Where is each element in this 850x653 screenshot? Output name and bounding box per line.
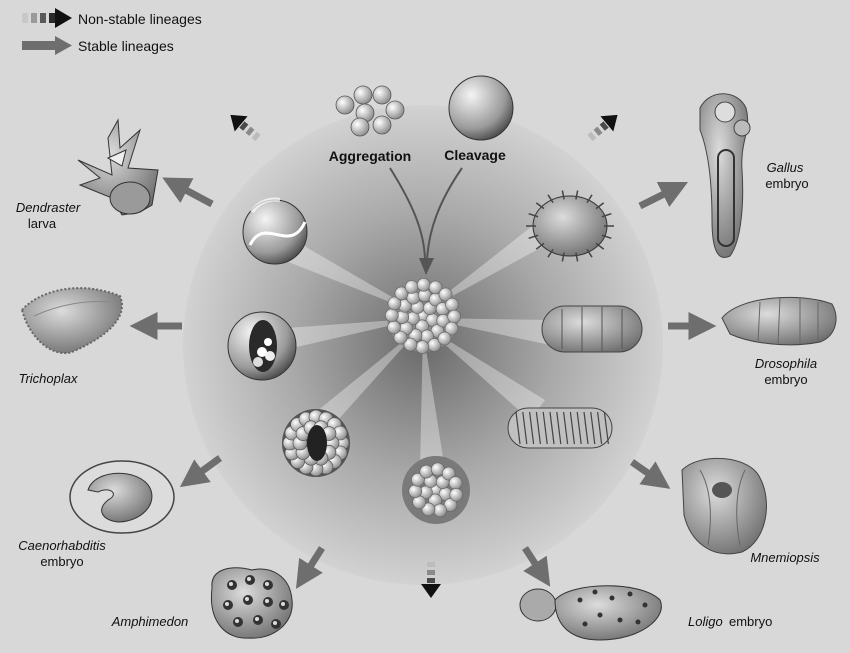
trichoplax-label: Trichoplax — [18, 371, 78, 386]
arrow-to-gallus — [638, 181, 689, 210]
arrow-to-mnemiopsis — [629, 459, 671, 489]
drosophila-stage-label: embryo — [764, 372, 807, 387]
gallus-embryo-icon — [699, 93, 751, 258]
aggregation-cells-icon — [335, 85, 405, 137]
open-blastula-icon — [227, 311, 297, 381]
converge-arrowhead — [419, 258, 434, 275]
dendraster-stage-label: larva — [28, 216, 57, 231]
cleavage-arrow — [426, 167, 463, 263]
aggregation-label: Aggregation — [329, 148, 411, 164]
loligo-stage-label: embryo — [729, 614, 772, 629]
loligo-genus-label: Loligo — [688, 614, 723, 629]
caenorhabditis-embryo-icon — [69, 460, 175, 534]
caenorhabditis-genus-label: Caenorhabditis — [18, 538, 106, 553]
split-sphere-icon — [242, 197, 308, 265]
drosophila-embryo-icon — [721, 296, 837, 346]
non-stable-arrow-upper-right — [587, 114, 618, 142]
non-stable-arrow-bottom — [421, 562, 441, 598]
solid-cluster-icon — [402, 456, 470, 524]
gallus-stage-label: embryo — [765, 176, 808, 191]
aggregation-arrow — [389, 167, 426, 263]
arrow-to-amphimedon — [295, 546, 325, 589]
legend-non-stable-arrow-icon — [22, 8, 72, 28]
cleavage-egg-icon — [448, 75, 514, 141]
dendraster-larva-icon — [77, 118, 159, 216]
dendraster-genus-label: Dendraster — [16, 200, 81, 215]
spiky-embryo-icon — [526, 190, 614, 262]
arrow-to-dendraster — [162, 177, 214, 208]
amphimedon-label: Amphimedon — [111, 614, 189, 629]
mnemiopsis-icon — [681, 457, 767, 555]
legend: Non-stable lineages Stable lineages — [22, 8, 202, 55]
legend-non-stable-label: Non-stable lineages — [78, 11, 202, 27]
caenorhabditis-stage-label: embryo — [40, 554, 83, 569]
drosophila-genus-label: Drosophila — [755, 356, 817, 371]
loligo-embryo-icon — [519, 585, 662, 641]
trichoplax-icon — [20, 287, 123, 355]
amphimedon-icon — [210, 567, 293, 639]
arrow-to-loligo — [522, 546, 551, 587]
striated-embryo-icon — [507, 407, 613, 449]
arrow-to-caenorhabditis — [179, 455, 223, 488]
stable-arrows — [129, 177, 717, 589]
central-morula-icon — [384, 277, 462, 355]
segmented-embryo-icon — [541, 305, 643, 353]
hollow-cluster-icon — [282, 409, 350, 477]
cleavage-label: Cleavage — [444, 147, 506, 163]
gallus-genus-label: Gallus — [767, 160, 804, 175]
legend-stable-label: Stable lineages — [78, 38, 174, 54]
non-stable-arrow-upper-left — [230, 114, 261, 142]
mnemiopsis-label: Mnemiopsis — [750, 550, 820, 565]
legend-stable-arrow-icon — [22, 36, 72, 55]
